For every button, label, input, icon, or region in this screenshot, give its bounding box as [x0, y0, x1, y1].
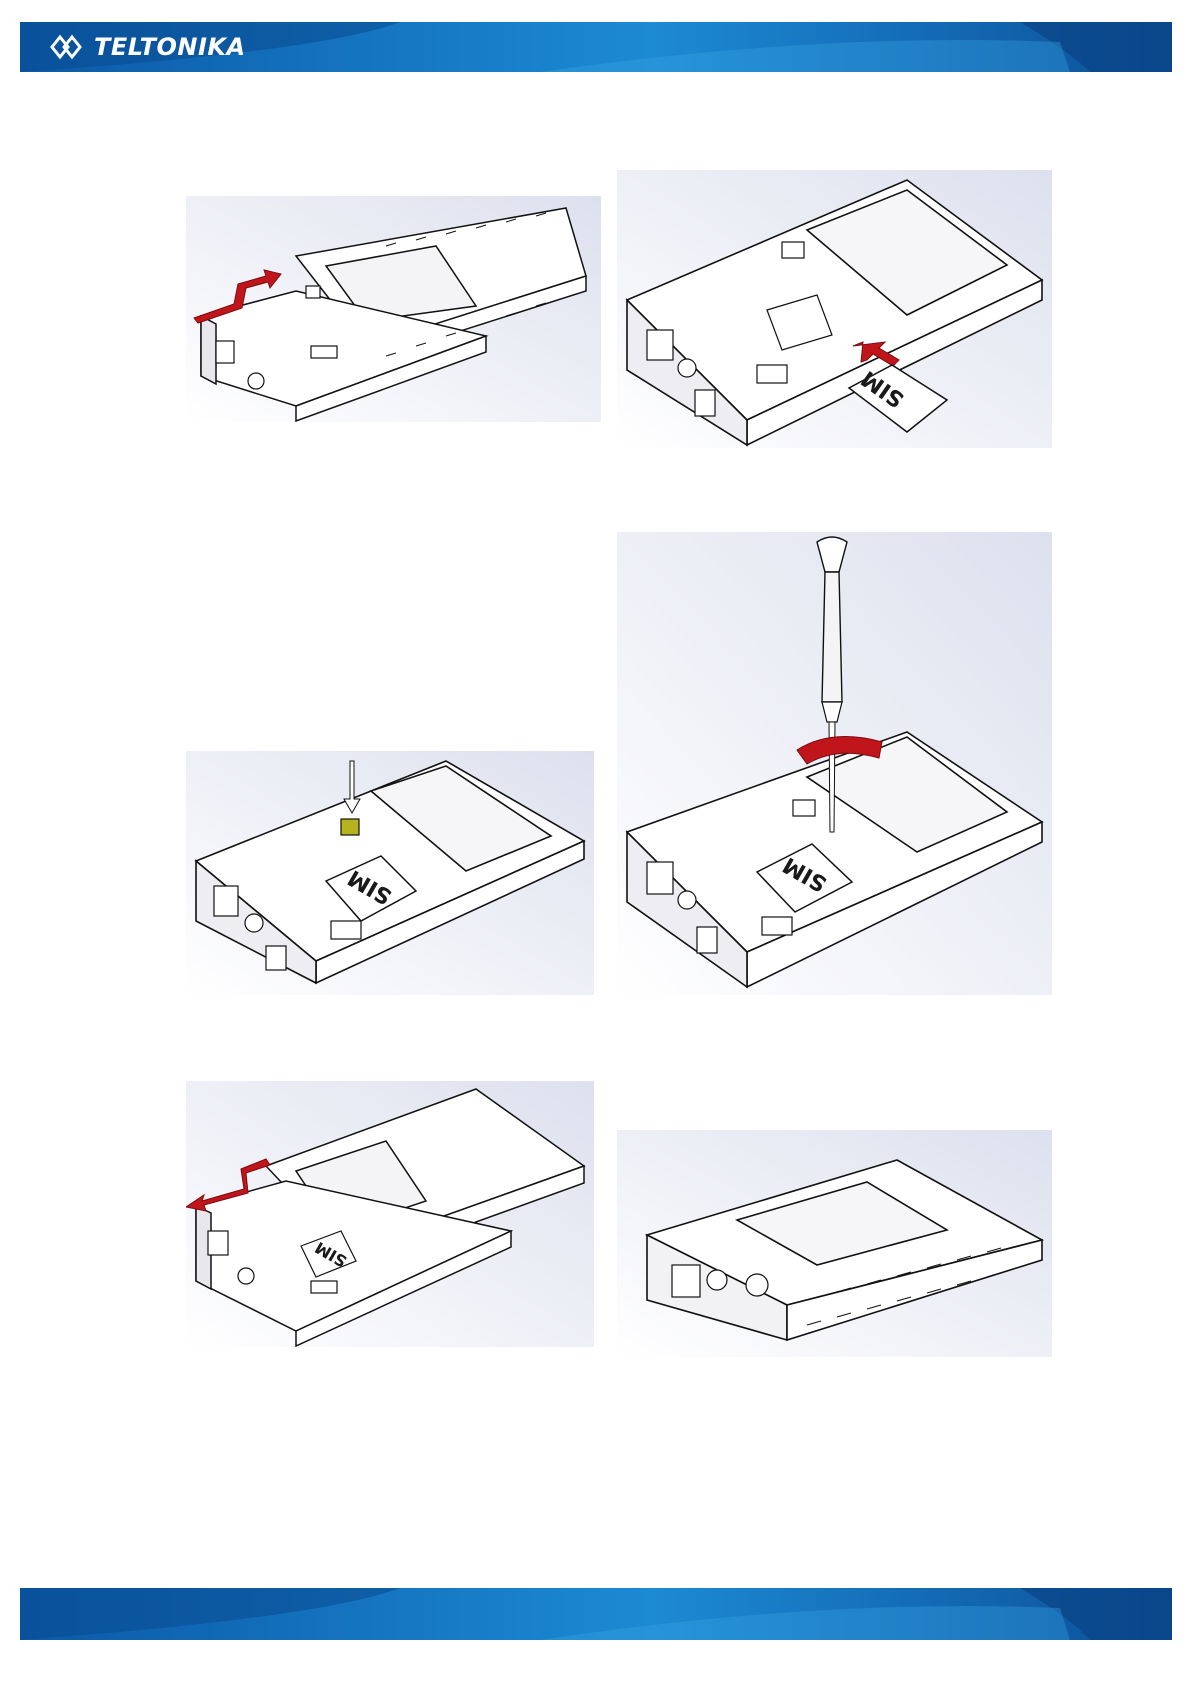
figure-assembled-device [617, 1130, 1052, 1357]
figure-attach-cover: SIM [186, 1081, 594, 1347]
figure-connect-battery: SIM [186, 751, 594, 995]
figure-remove-cover [186, 196, 601, 422]
figure-screw-battery: SIM [617, 532, 1052, 995]
battery-connector [341, 819, 359, 835]
footer-banner [20, 1588, 1172, 1640]
brand-name: TELTONIKA [94, 33, 246, 61]
teltonika-logo-icon [48, 32, 88, 62]
figure-insert-sim: SIM [617, 170, 1052, 448]
teltonika-logo: TELTONIKA [48, 28, 246, 66]
